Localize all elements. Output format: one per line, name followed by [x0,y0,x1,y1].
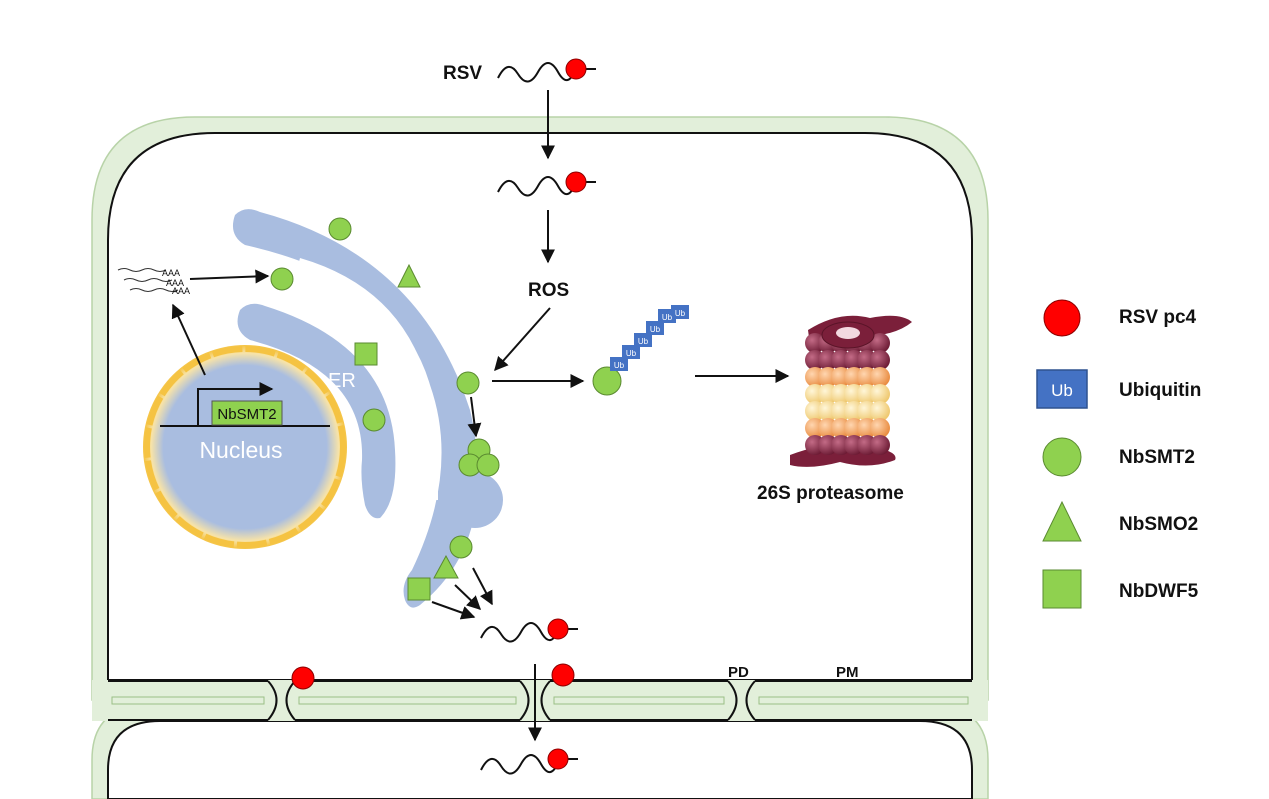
gene-label: NbSMT2 [217,406,276,423]
ubiquitinated-nbsmt2: Ub Ub Ub Ub Ub Ub [592,305,689,396]
ub-tag-1: Ub [614,361,625,370]
ubiquitin-chain: Ub Ub Ub Ub Ub Ub [610,305,689,371]
proteasome-subunit [870,333,890,353]
proteasome-pore [836,327,860,339]
rsv-virus-top [497,58,596,83]
legend-nbsmo2-icon [1042,500,1082,542]
proteasome-subunit [870,350,890,370]
ub-tag-6: Ub [675,309,686,318]
nbsmo2-triangles [397,263,459,579]
legend-item-nbsmo2: NbSMO2 [1042,500,1198,542]
nucleus [143,345,347,549]
legend-item-nbsmt2: NbSMT2 [1042,437,1195,477]
proteasome-subunit [870,435,890,455]
legend: RSV pc4 Ub Ubiquitin NbSMT2 NbSMO2 NbDWF… [1036,299,1201,609]
proteasome-26s [790,315,912,467]
rsv-pc4-at-pd-2 [551,663,575,687]
legend-label: NbSMO2 [1119,514,1198,535]
proteasome-subunit [870,367,890,387]
er-label: ER [328,370,356,392]
legend-label: NbDWF5 [1119,581,1199,602]
legend-item-nbdwf5: NbDWF5 [1042,569,1199,609]
legend-nbdwf5-icon [1042,569,1082,609]
poly-a-1: AAA [162,268,180,278]
rsv-virus-bottom [480,618,578,643]
rsv-virus-cytoplasm [497,171,596,197]
ros-label: ROS [528,280,569,301]
legend-label: Ubiquitin [1119,380,1201,401]
legend-label: NbSMT2 [1119,447,1195,468]
proteasome-label: 26S proteasome [757,483,904,504]
lower-cell [91,704,989,799]
ub-tag-2: Ub [626,349,637,358]
pm-label: PM [836,664,859,681]
ub-tag-5: Ub [662,313,673,322]
er-gaps [298,258,438,500]
ub-tag-4: Ub [650,325,661,334]
legend-item-ubiquitin: Ub Ubiquitin [1036,369,1201,409]
poly-a-2: AAA [166,278,184,288]
proteasome-subunit [870,418,890,438]
rsv-pc4-at-pd-1 [291,666,315,690]
proteasome-subunit [870,401,890,421]
nucleus-label: Nucleus [199,437,282,463]
legend-ubiquitin-icon [1036,369,1088,409]
legend-label: RSV pc4 [1119,307,1197,328]
mrna-strands [117,268,179,292]
poly-a-labels: AAA AAA AAA [162,268,190,296]
proteasome-subunit [870,384,890,404]
legend-rsv-pc4-icon [1043,299,1081,337]
poly-a-3: AAA [172,286,190,296]
gene-track: NbSMT2 [160,382,330,427]
legend-nbsmt2-icon [1042,437,1082,477]
cell-junction [92,680,988,721]
ub-tag-3: Ub [638,337,649,346]
nbsmt2-circles [270,217,500,559]
arrows [171,90,790,742]
rsv-label: RSV [443,63,482,84]
legend-ubiquitin-inner: Ub [1051,381,1073,400]
legend-item-rsv-pc4: RSV pc4 [1043,299,1197,337]
rsv-virus-next-cell [480,748,578,775]
pd-label: PD [728,664,749,681]
nbdwf5-squares [354,342,431,601]
